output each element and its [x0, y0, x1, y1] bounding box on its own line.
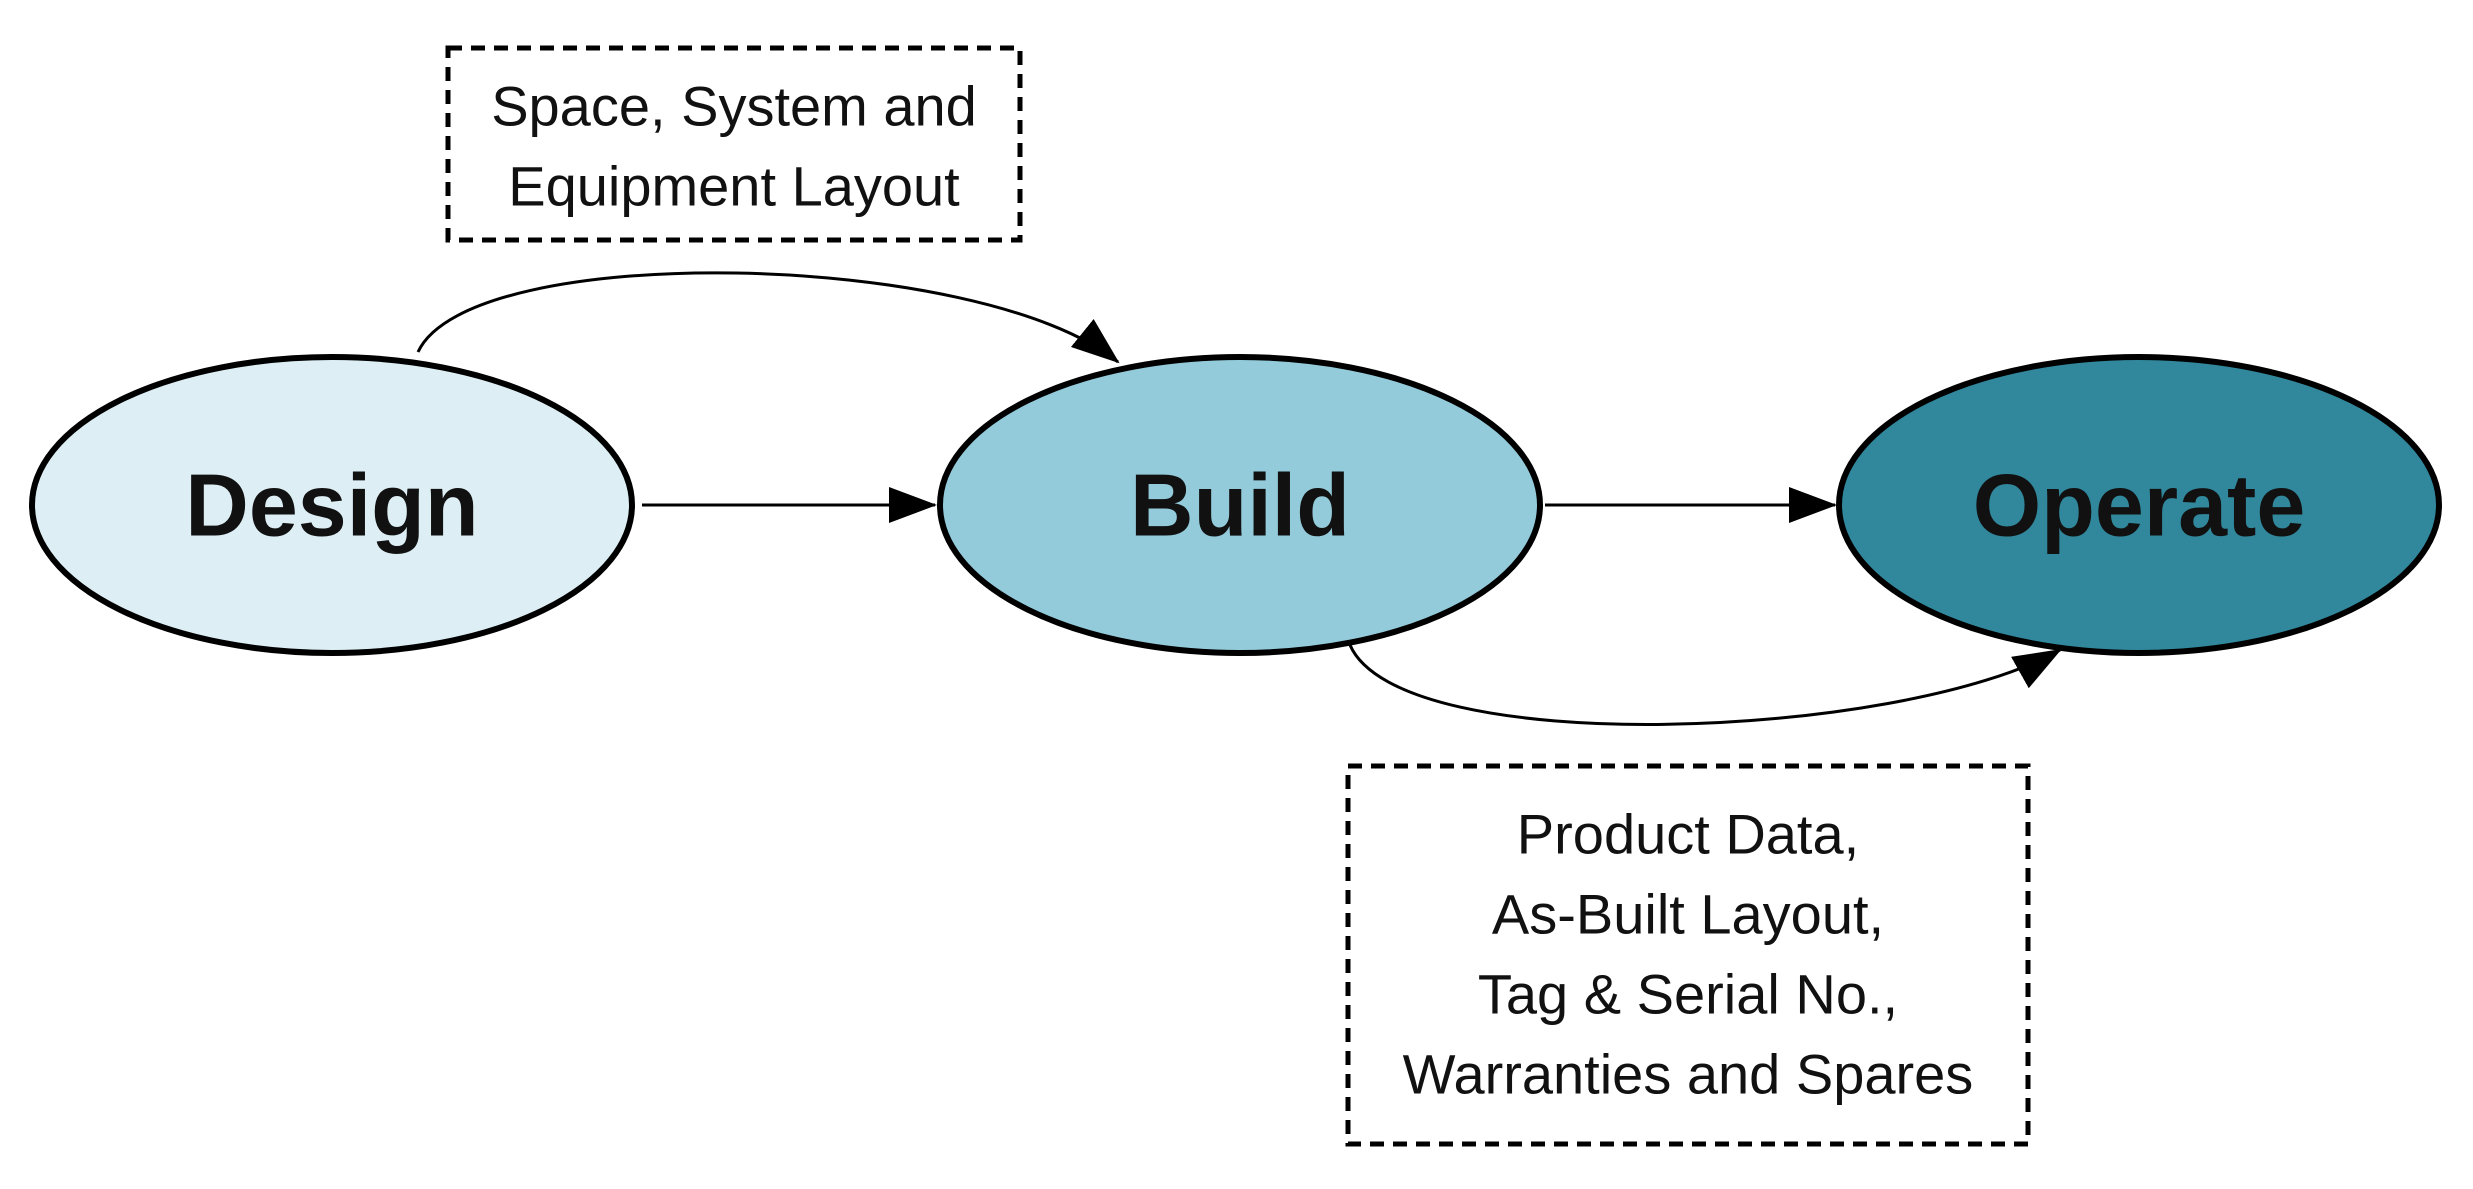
node-build-shape	[937, 354, 1543, 656]
note-design-to-build: Space, System and Equipment Layout	[445, 45, 1023, 243]
note-design-to-build-line-2: Equipment Layout	[508, 155, 960, 218]
note-build-to-operate-line-3: Tag & Serial No.,	[1478, 963, 1898, 1026]
node-build-label: Build	[1130, 456, 1350, 555]
node-operate-shape	[1836, 354, 2442, 656]
curved-arrow-design-to-build	[416, 271, 1120, 364]
note-build-to-operate: Product Data, As-Built Layout, Tag & Ser…	[1345, 763, 2031, 1147]
node-operate: Operate	[1836, 354, 2442, 656]
node-operate-label: Operate	[1973, 456, 2306, 555]
node-build: Build	[937, 354, 1543, 656]
node-design-label: Design	[185, 456, 478, 555]
node-design: Design	[29, 354, 635, 656]
note-build-to-operate-line-1: Product Data,	[1517, 803, 1859, 866]
note-build-to-operate-line-2: As-Built Layout,	[1492, 883, 1884, 946]
node-design-shape	[29, 354, 635, 656]
note-design-to-build-box	[445, 45, 1023, 243]
note-build-to-operate-line-4: Warranties and Spares	[1403, 1043, 1974, 1106]
curved-arrow-build-to-operate	[1348, 644, 2062, 726]
note-build-to-operate-box	[1345, 763, 2031, 1147]
note-design-to-build-line-1: Space, System and	[491, 75, 977, 138]
